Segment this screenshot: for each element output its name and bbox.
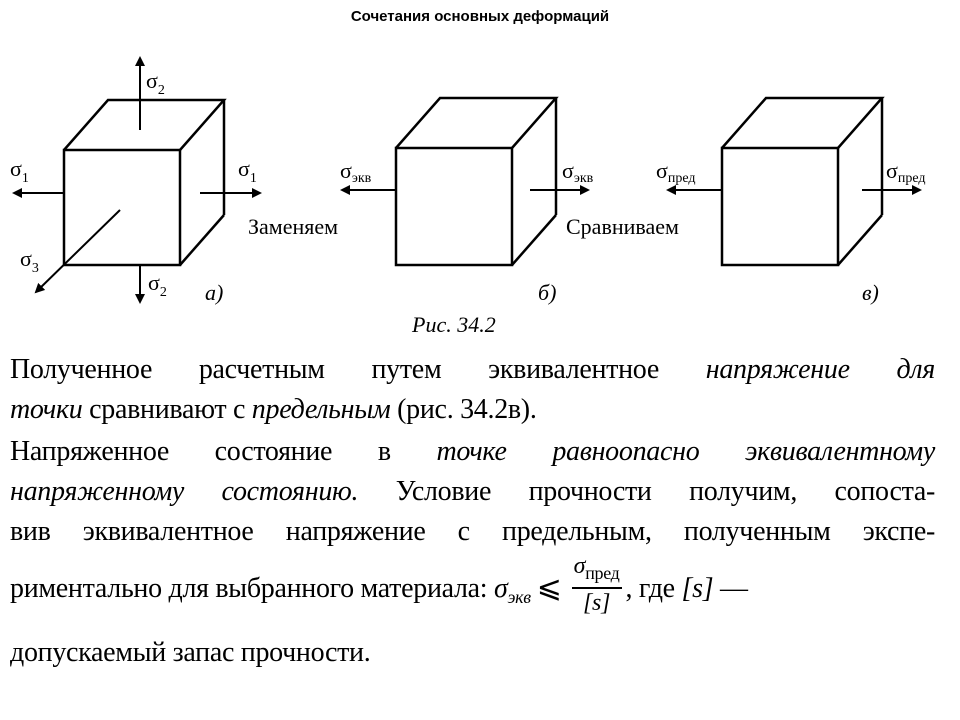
- text-line: напряженному состоянию. Условие прочност…: [10, 476, 936, 507]
- formula-leq: ⩽: [536, 570, 562, 604]
- sigma-lim-left-label: σпред: [656, 158, 696, 186]
- sigma-lim-right-label: σпред: [886, 158, 926, 186]
- formula-sigma-eq: σэкв: [494, 572, 531, 607]
- fraction-numerator: σпред: [571, 552, 622, 589]
- text-line: Напряженное состояние в точке равноопасн…: [10, 436, 936, 467]
- sigma-eq-right-label: σэкв: [562, 158, 594, 186]
- paragraph-2: Напряженное состояние в точке равноопасн…: [10, 432, 935, 673]
- paragraph-1: Полученное расчетным путем эквивалентное…: [10, 350, 935, 430]
- text-line: точки сравнивают с предельным (рис. 34.2…: [10, 394, 537, 425]
- sigma-eq-left-label: σэкв: [340, 158, 372, 186]
- compare-label: Сравниваем: [566, 214, 679, 239]
- panel-c-label: в): [862, 280, 879, 305]
- text-line-formula: риментально для выбранного материала: σэ…: [10, 553, 748, 616]
- replace-label: Заменяем: [248, 214, 338, 239]
- cube-a-arrows: [12, 56, 262, 304]
- cube-c: [720, 96, 885, 267]
- cube-b: [394, 96, 559, 267]
- text-line: Полученное расчетным путем эквивалентное…: [10, 354, 935, 385]
- fraction-denominator: [s]: [583, 590, 611, 616]
- slide-title: Сочетания основных деформаций: [350, 8, 610, 25]
- text-line: допускаемый запас прочности.: [10, 637, 371, 668]
- sigma3-arrow: [34, 209, 121, 294]
- sigma2-top-label: σ2: [146, 68, 165, 98]
- text-line: вив эквивалентное напряжение с предельны…: [10, 516, 935, 547]
- panel-b-label: б): [538, 280, 556, 305]
- sigma3-label: σ3: [20, 246, 39, 276]
- sigma1-right-label: σ1: [238, 156, 257, 186]
- stress-state-figure: σ2 σ2 σ1 σ1 σ3 а) Заменяем σэкв σэкв б) …: [10, 56, 926, 305]
- sigma1-left-label: σ1: [10, 156, 29, 186]
- cube-a: [62, 98, 227, 267]
- sigma2-bottom-label: σ2: [148, 270, 167, 300]
- figure-caption: Рис. 34.2: [412, 312, 496, 337]
- panel-a-label: а): [205, 280, 223, 305]
- formula-fraction: σпред[s]: [571, 552, 622, 617]
- body-text: Полученное расчетным путем эквивалентное…: [10, 350, 935, 673]
